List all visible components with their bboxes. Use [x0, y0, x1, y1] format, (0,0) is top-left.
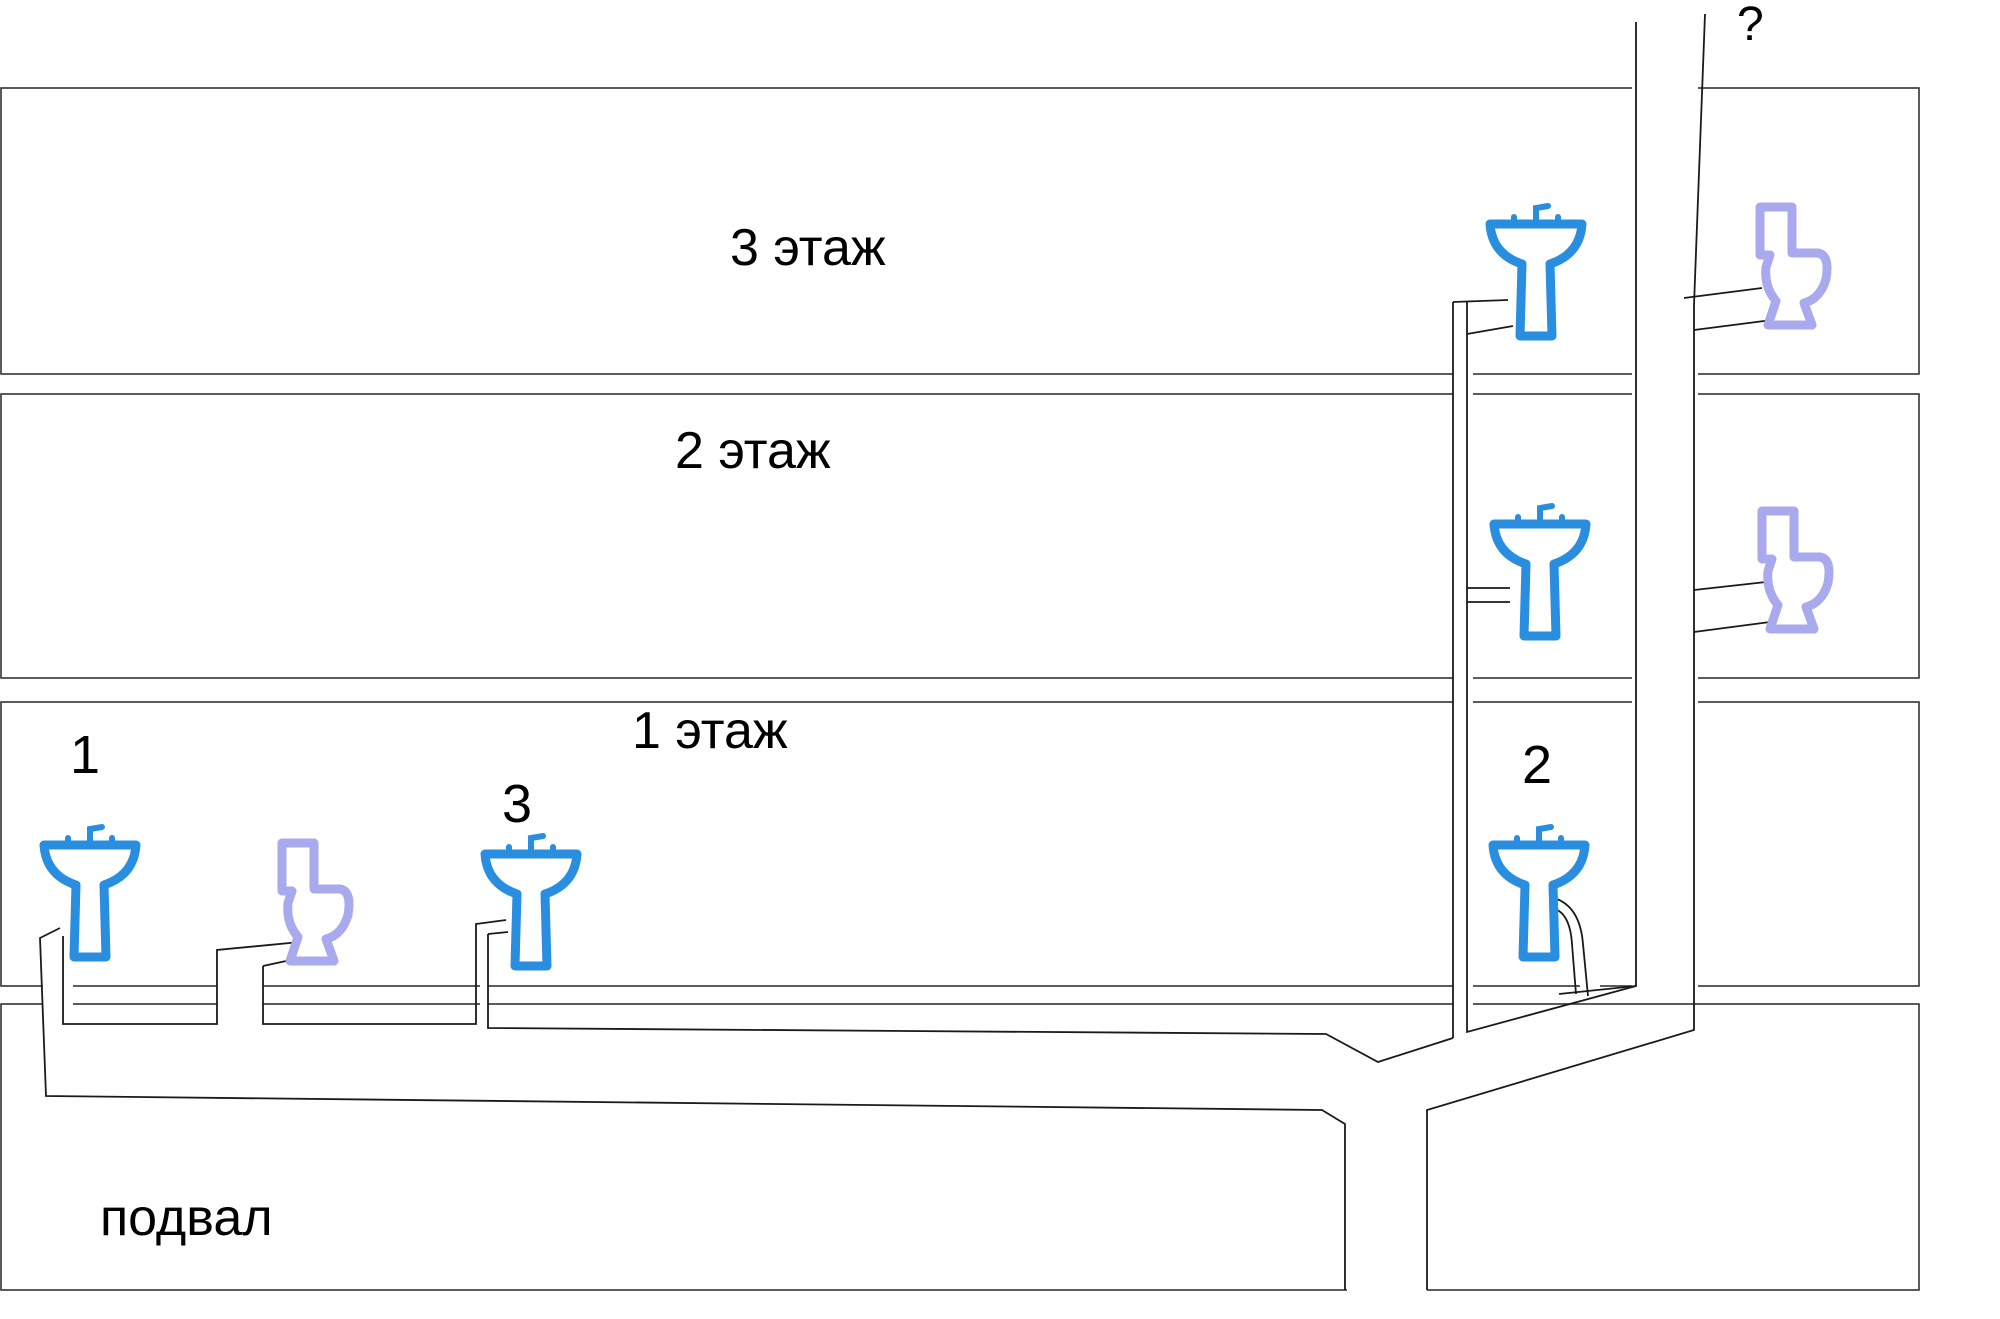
floor-2-box	[0, 393, 1920, 679]
marker-1-label: 1	[70, 725, 100, 785]
sink-connections	[1452, 299, 1589, 997]
marker-2-label: 2	[1522, 735, 1552, 795]
basement-box	[0, 1003, 1920, 1291]
sink-riser	[1452, 302, 1637, 1038]
floor-1-label: 1 этаж	[632, 702, 788, 760]
floor-3-label: 3 этаж	[730, 219, 886, 277]
pipe-gaps	[43, 0, 1698, 1310]
floor-2-label: 2 этаж	[675, 422, 831, 480]
toilet-connections	[1683, 287, 1773, 633]
basement-label: подвал	[100, 1189, 273, 1247]
ground-floor-drain	[62, 919, 1454, 1063]
basement-collector	[39, 927, 1346, 1290]
marker-3-label: 3	[502, 774, 532, 834]
floor-3-box	[0, 87, 1920, 375]
question-mark-label: ?	[1737, 0, 1764, 51]
